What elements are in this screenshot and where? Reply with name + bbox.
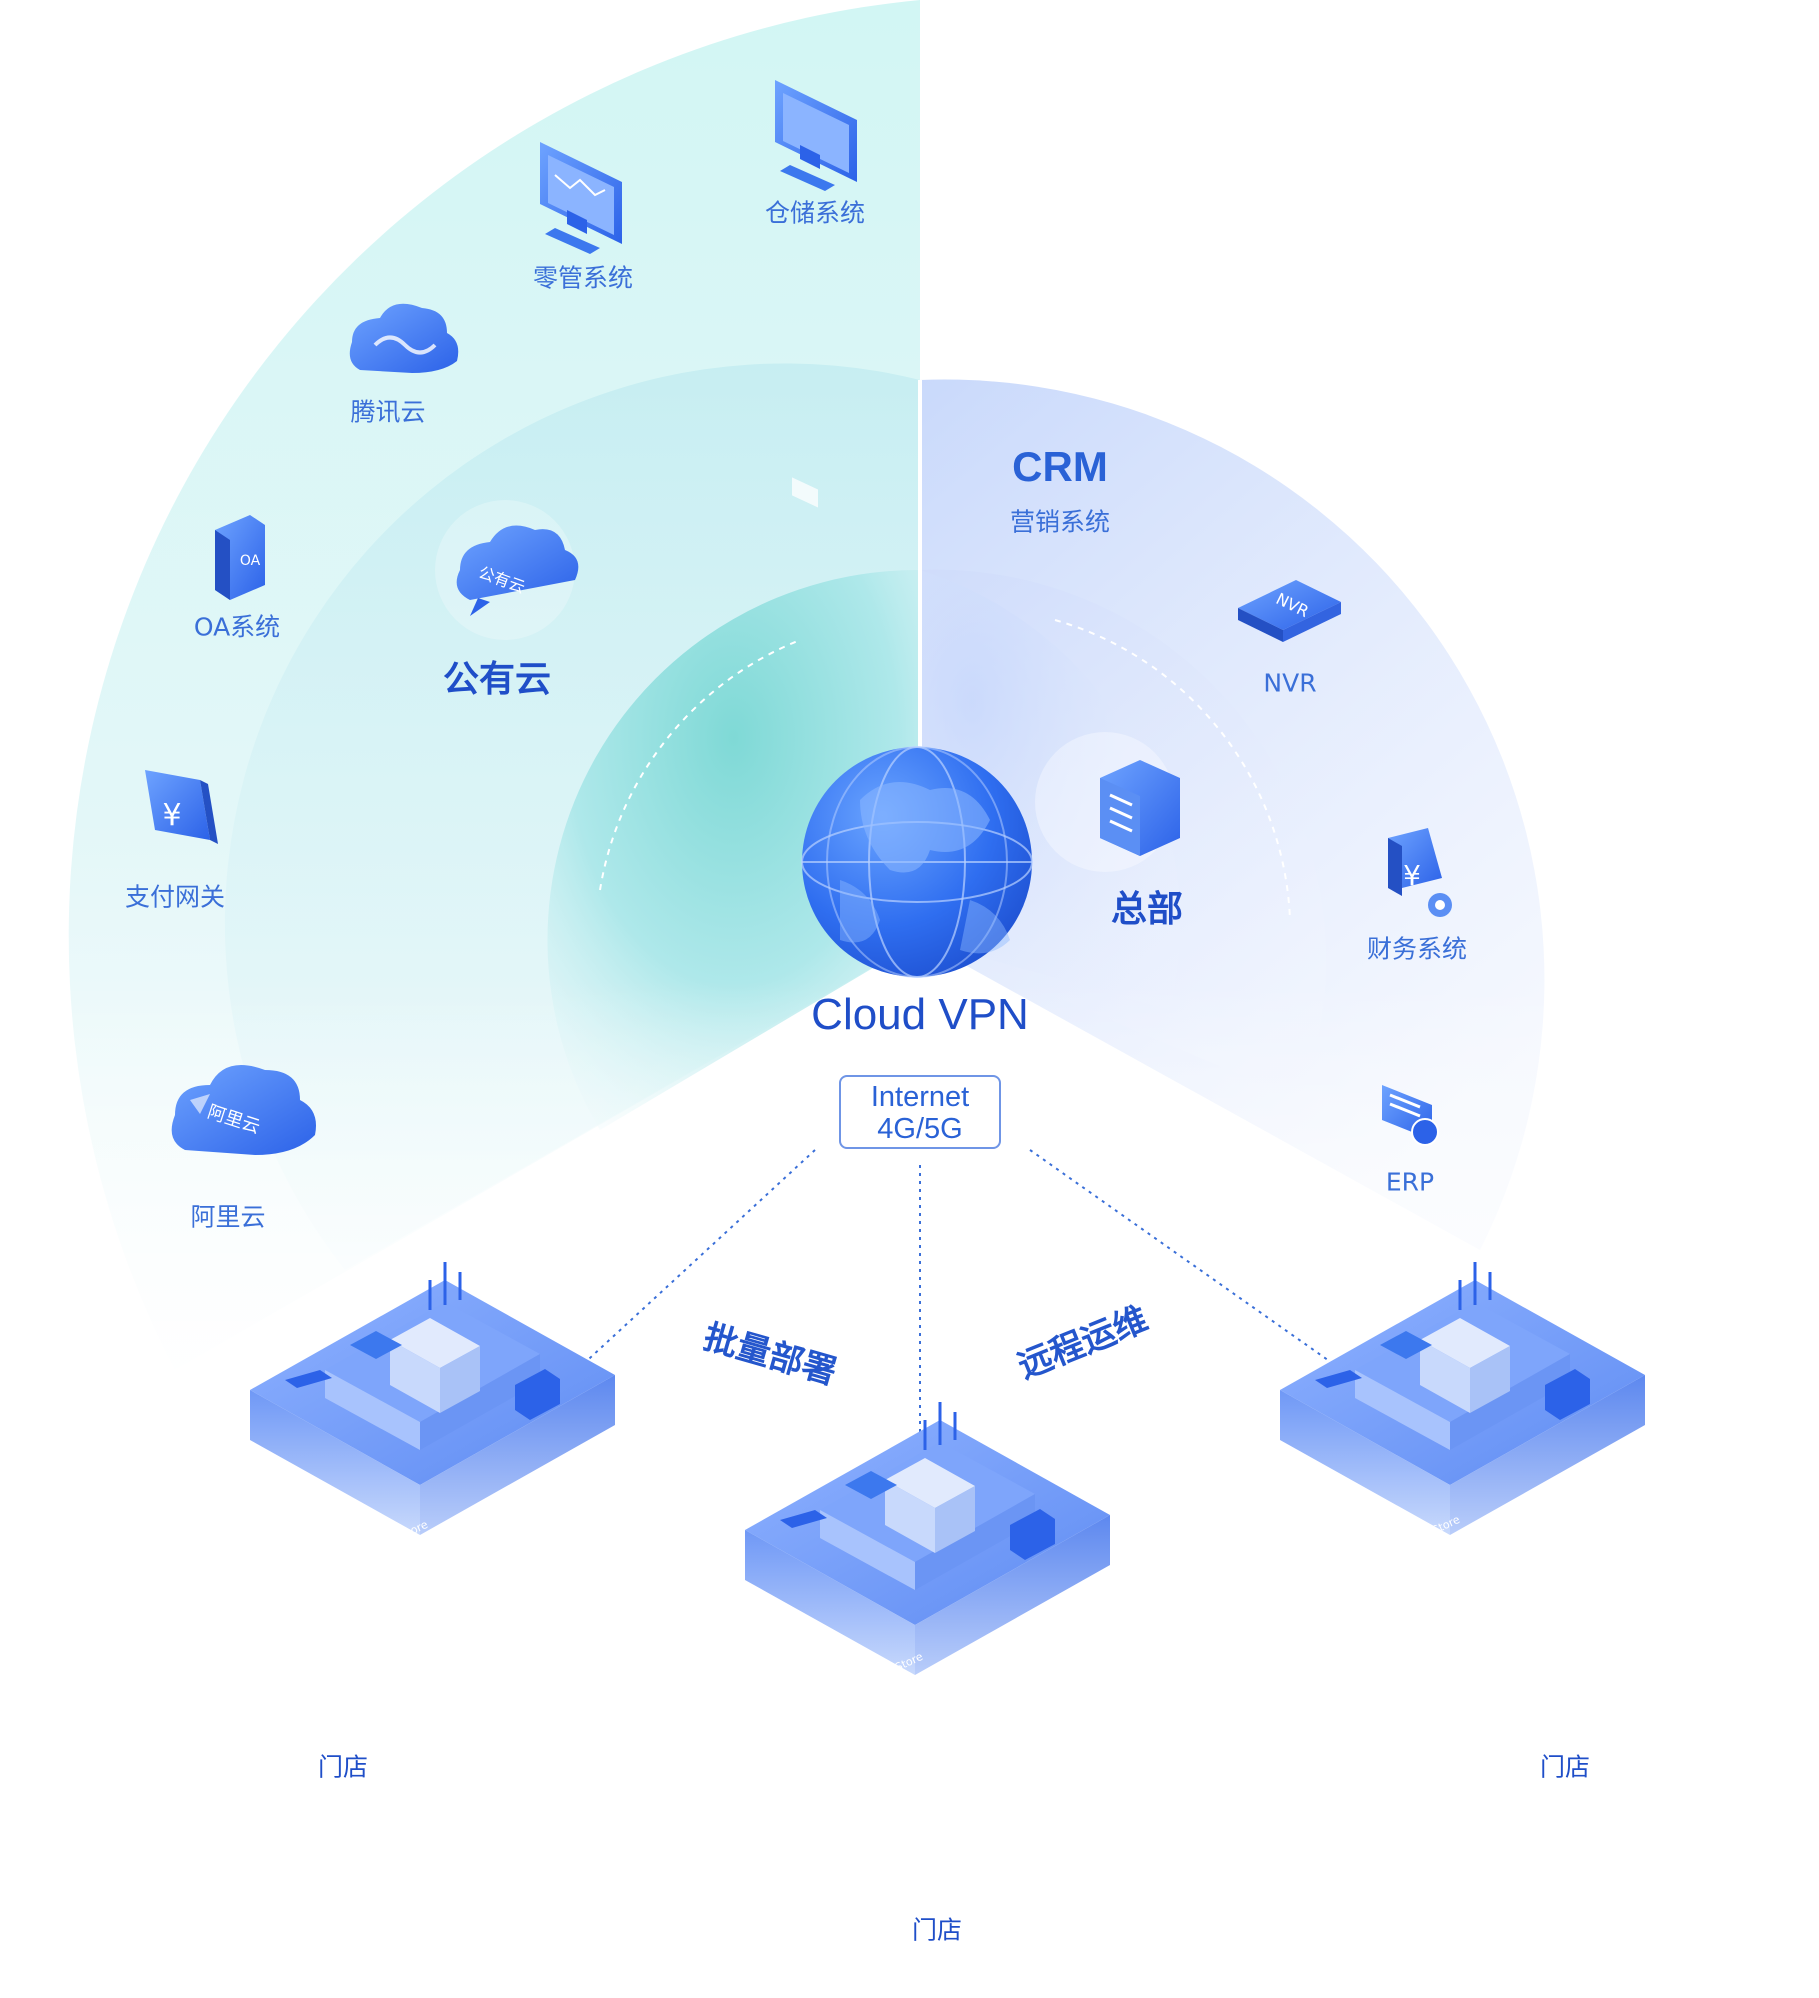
store-label-center[interactable]: 门店 — [911, 1915, 963, 1945]
oa-server-icon: OA — [215, 515, 265, 600]
public-cloud-label: 公有云 — [442, 659, 552, 700]
erp-icon — [1382, 1085, 1439, 1146]
aliyun-cloud-icon — [171, 1065, 316, 1155]
hq-label: 总部 — [1110, 889, 1184, 930]
globe-icon — [801, 746, 1033, 978]
store-label-right[interactable]: 门店 — [1539, 1752, 1591, 1782]
warehouse-monitor-icon — [775, 80, 857, 508]
inner-dashed-arc-right — [1054, 619, 1291, 921]
crm-subtitle: 营销系统 — [1009, 507, 1111, 537]
aliyun-label[interactable]: 阿里云 — [190, 1202, 266, 1232]
inner-dashed-arc-left — [599, 639, 801, 891]
oa-badge-text: OA — [240, 553, 261, 569]
store-label-left[interactable]: 门店 — [317, 1752, 369, 1782]
svg-text:¥: ¥ — [162, 798, 181, 833]
internet-label: Internet — [870, 1081, 970, 1113]
building-icon — [1100, 760, 1180, 856]
payment-gateway-label[interactable]: 支付网关 — [124, 882, 226, 912]
finance-system-label[interactable]: 财务系统 — [1366, 934, 1468, 964]
nvr-label[interactable]: NVR — [1263, 668, 1317, 698]
cloud-vpn-title: Cloud VPN — [811, 990, 1029, 1039]
nvr-icon: NVR — [1238, 580, 1341, 642]
retail-system-label[interactable]: 零管系统 — [532, 263, 634, 293]
cloud-icon — [456, 525, 579, 616]
internet-link-box: Internet 4G/5G — [839, 1075, 1001, 1149]
store-platform-center — [743, 1400, 1112, 1677]
svg-text:¥: ¥ — [1403, 859, 1421, 892]
erp-label[interactable]: ERP — [1385, 1167, 1435, 1197]
oa-system-label[interactable]: OA系统 — [193, 612, 281, 642]
monitor-icon — [540, 142, 622, 254]
tencent-cloud-icon — [349, 303, 459, 373]
crm-title[interactable]: CRM — [1012, 443, 1108, 490]
store-platform-left — [250, 1262, 615, 1535]
tencent-cloud-label[interactable]: 腾讯云 — [350, 397, 426, 427]
finance-icon: ¥ — [1388, 828, 1452, 917]
yen-card-icon: ¥ — [145, 770, 218, 844]
warehouse-system-label[interactable]: 仓储系统 — [764, 198, 866, 228]
network-type-label: 4G/5G — [877, 1113, 963, 1145]
